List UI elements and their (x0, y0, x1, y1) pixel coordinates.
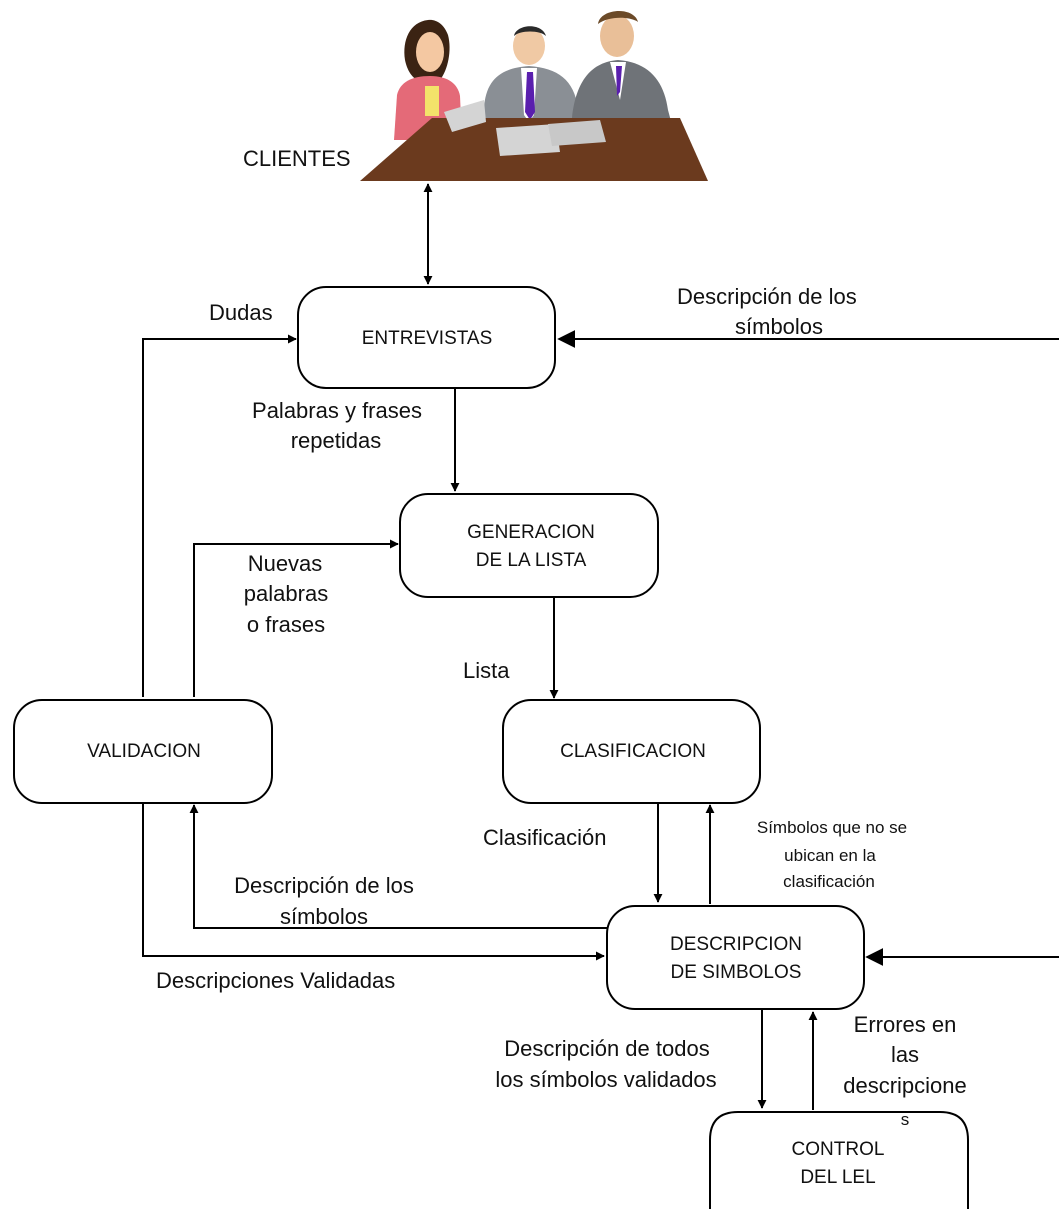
arrow-validacion-descripcion (142, 803, 605, 961)
svg-text:símbolos: símbolos (280, 904, 368, 929)
svg-text:Descripción de todos: Descripción de todos (504, 1036, 709, 1061)
svg-text:palabras: palabras (244, 581, 328, 606)
arrow-validacion-generacion (193, 539, 399, 697)
node-descripcion: DESCRIPCION DE SIMBOLOS (606, 905, 865, 1010)
edge-label-descripcion-top: Descripción de los símbolos (677, 284, 857, 339)
edge-label-lista: Lista (463, 658, 510, 683)
man-middle-figure (482, 26, 580, 125)
paper-shape (496, 124, 560, 156)
paper-shape (548, 120, 606, 146)
svg-text:repetidas: repetidas (291, 428, 382, 453)
edge-label-palabras: Palabras y frases repetidas (252, 398, 422, 453)
edge-label-nuevas: Nuevas palabras o frases (244, 551, 328, 637)
node-label: VALIDACION (87, 741, 201, 762)
tie-icon (525, 72, 535, 120)
svg-text:los símbolos validados: los símbolos validados (495, 1067, 716, 1092)
svg-text:Descripción de los: Descripción de los (677, 284, 857, 309)
clientes-label: CLIENTES (243, 146, 351, 171)
svg-text:Palabras y frases: Palabras y frases (252, 398, 422, 423)
node-label: DE LA LISTA (476, 550, 587, 571)
node-label: CONTROL (792, 1139, 885, 1160)
node-label: GENERACION (467, 522, 595, 543)
svg-text:clasificación: clasificación (783, 872, 875, 891)
node-label: DESCRIPCION (670, 934, 802, 955)
svg-text:las: las (891, 1042, 919, 1067)
clients-meeting-illustration (360, 10, 708, 181)
edge-label-dudas: Dudas (209, 300, 273, 325)
edge-label-descripcion-simbolos: Descripción de los símbolos (234, 873, 414, 929)
svg-text:Descripción de los: Descripción de los (234, 873, 414, 898)
svg-text:o frases: o frases (247, 612, 325, 637)
node-label: DEL LEL (800, 1167, 875, 1188)
paper-shape (444, 100, 486, 132)
edge-label-todos: Descripción de todos los símbolos valida… (495, 1036, 716, 1092)
svg-text:Símbolos que no se: Símbolos que no se (757, 818, 907, 837)
node-validacion: VALIDACION (13, 699, 273, 804)
node-entrevistas: ENTREVISTAS (297, 286, 556, 389)
edge-label-errores: Errores en las descripcione s (843, 1012, 967, 1129)
svg-text:ubican en la: ubican en la (784, 846, 876, 865)
svg-text:descripcione: descripcione (843, 1073, 967, 1098)
node-control: CONTROL DEL LEL (709, 1111, 969, 1209)
svg-text:Nuevas: Nuevas (248, 551, 323, 576)
man-right-figure (570, 10, 672, 125)
svg-text:símbolos: símbolos (735, 314, 823, 339)
node-label: ENTREVISTAS (362, 328, 493, 349)
node-clasificacion: CLASIFICACION (502, 699, 761, 804)
svg-text:s: s (901, 1110, 910, 1129)
edge-label-clasificacion: Clasificación (483, 825, 607, 850)
edge-label-validadas: Descripciones Validadas (156, 968, 395, 993)
svg-text:Errores en: Errores en (854, 1012, 957, 1037)
arrow-validacion-entrevistas (142, 334, 297, 697)
node-generacion: GENERACION DE LA LISTA (399, 493, 659, 598)
node-label: DE SIMBOLOS (671, 962, 802, 983)
node-label: CLASIFICACION (560, 741, 706, 762)
arrow-descripcion-validacion (189, 804, 607, 929)
edge-label-simbolos-no: Símbolos que no se ubican en la clasific… (757, 818, 907, 891)
